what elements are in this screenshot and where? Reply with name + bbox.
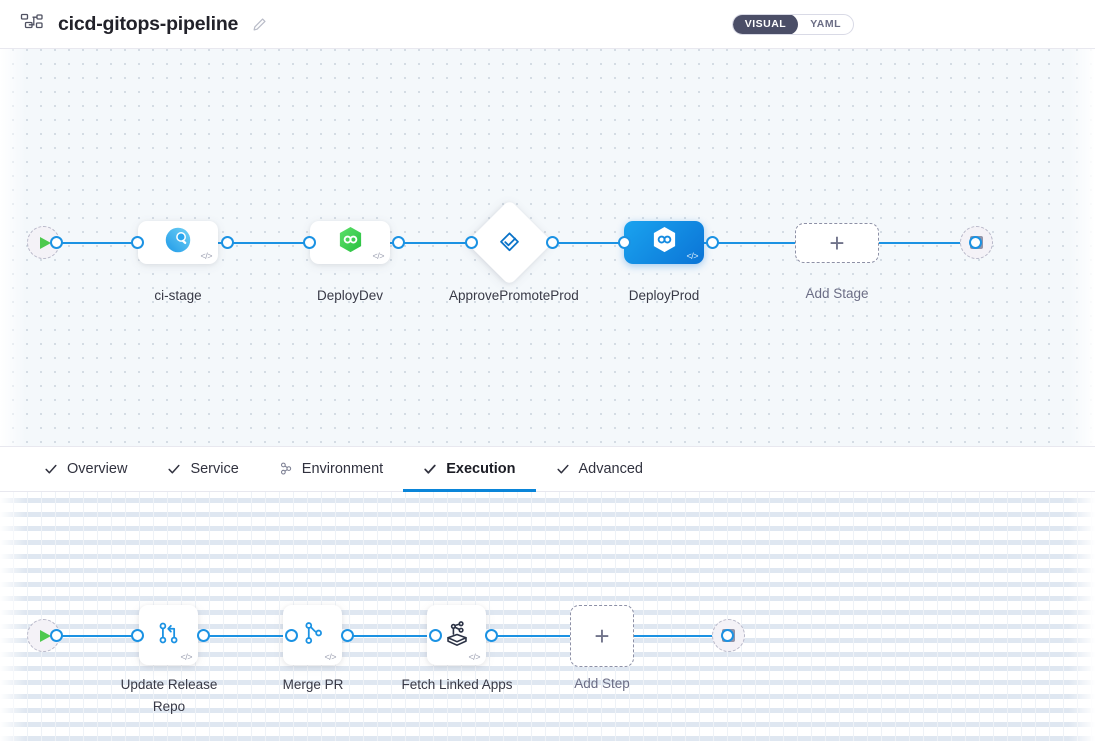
port-exec-end-in[interactable]	[721, 629, 734, 642]
step-label-update-release-repo: Update Release Repo	[120, 677, 218, 714]
tab-overview[interactable]: Overview	[24, 447, 147, 491]
wire-addstage-to-end	[872, 242, 972, 244]
wire-merge-pr-to-fetch-linked-apps	[348, 635, 438, 637]
app-header: cicd-gitops-pipeline VISUAL YAML	[0, 0, 1095, 49]
port-update-release-repo-in[interactable]	[131, 629, 144, 642]
wire-start-to-update-release-repo	[55, 635, 145, 637]
code-badge: </>	[686, 251, 698, 261]
port-deploydev-in[interactable]	[303, 236, 316, 249]
port-fetch-linked-apps-out[interactable]	[485, 629, 498, 642]
tab-service[interactable]: Service	[147, 447, 258, 491]
stage-label-deployprod: DeployProd	[628, 288, 700, 303]
port-approval-out[interactable]	[546, 236, 559, 249]
code-badge: </>	[324, 652, 336, 662]
port-deploydev-out[interactable]	[392, 236, 405, 249]
wire-addstep-to-end	[634, 635, 724, 637]
green-hexagon-deploy-icon	[337, 226, 364, 260]
tab-environment[interactable]: Environment	[259, 447, 403, 491]
play-icon	[39, 629, 51, 642]
add-stage-button[interactable]: +	[795, 223, 879, 263]
stage-config-tabs: Overview Service Environment	[0, 446, 1095, 492]
execution-graph: </> Update Release Repo </> Merge PR	[0, 492, 1095, 741]
port-end-in[interactable]	[969, 236, 982, 249]
stage-node-deployprod[interactable]: </>	[624, 221, 704, 264]
wire-approval-to-deployprod	[540, 242, 636, 244]
port-exec-start-out[interactable]	[50, 629, 63, 642]
wire-deploydev-to-approval	[385, 242, 479, 244]
stage-label-ci-stage: ci-stage	[154, 288, 202, 303]
code-badge: </>	[200, 251, 212, 261]
toggle-yaml[interactable]: YAML	[810, 18, 841, 30]
step-label-fetch-linked-apps: Fetch Linked Apps	[401, 677, 513, 692]
tab-label: Overview	[67, 461, 128, 477]
check-icon	[423, 462, 437, 476]
toggle-visual[interactable]: VISUAL	[732, 15, 799, 34]
stage-label-approvepromoteprod: ApprovePromoteProd	[449, 288, 579, 303]
add-step-label: Add Step	[574, 676, 630, 691]
stage-graph: </> ci-stage	[0, 49, 1095, 446]
port-ci-out[interactable]	[221, 236, 234, 249]
white-hexagon-deploy-icon	[651, 226, 678, 260]
port-deployprod-out[interactable]	[706, 236, 719, 249]
port-deployprod-in[interactable]	[618, 236, 631, 249]
tab-label: Execution	[446, 461, 516, 477]
stage-label-deploydev: DeployDev	[316, 288, 384, 303]
harness-gitops-apps-icon	[440, 616, 474, 655]
check-icon	[167, 462, 181, 476]
execution-steps-canvas[interactable]: </> Update Release Repo </> Merge PR	[0, 492, 1095, 741]
code-badge: </>	[468, 652, 480, 662]
stage-graph-canvas[interactable]: </> ci-stage	[0, 49, 1095, 446]
approval-check-icon	[495, 228, 525, 258]
pipeline-nodes-icon	[20, 13, 46, 35]
check-icon	[44, 462, 58, 476]
tab-execution[interactable]: Execution	[403, 447, 536, 492]
pencil-edit-icon[interactable]	[250, 17, 267, 32]
tab-label: Service	[190, 461, 239, 477]
port-start-out[interactable]	[50, 236, 63, 249]
tab-label: Advanced	[578, 461, 644, 477]
wire-update-release-repo-to-merge-pr	[204, 635, 292, 637]
add-step-button[interactable]: +	[570, 605, 634, 667]
git-branch-icon	[298, 618, 328, 653]
stage-node-approvepromoteprod[interactable]	[466, 199, 553, 286]
add-stage-label: Add Stage	[805, 286, 869, 301]
port-approval-in[interactable]	[465, 236, 478, 249]
stage-node-deploydev[interactable]: </>	[310, 221, 390, 264]
wire-fetch-linked-apps-to-addstep	[492, 635, 570, 637]
header-left-group: cicd-gitops-pipeline	[20, 13, 267, 36]
infrastructure-icon	[279, 462, 293, 476]
step-label-merge-pr: Merge PR	[282, 677, 344, 692]
port-fetch-linked-apps-in[interactable]	[429, 629, 442, 642]
wire-deployprod-to-addstage	[700, 242, 802, 244]
tab-advanced[interactable]: Advanced	[536, 447, 664, 491]
git-merge-icon	[154, 618, 184, 653]
plus-icon: +	[829, 228, 845, 258]
code-badge: </>	[372, 251, 384, 261]
play-icon	[39, 236, 51, 249]
code-badge: </>	[180, 652, 192, 662]
ci-build-icon	[164, 226, 192, 259]
port-merge-pr-out[interactable]	[341, 629, 354, 642]
check-icon	[556, 462, 570, 476]
wire-start-to-ci	[55, 242, 145, 244]
stage-node-ci-stage[interactable]: </>	[138, 221, 218, 264]
view-mode-toggle[interactable]: VISUAL YAML	[731, 14, 854, 35]
port-merge-pr-in[interactable]	[285, 629, 298, 642]
tab-label: Environment	[301, 461, 384, 477]
port-update-release-repo-out[interactable]	[197, 629, 210, 642]
port-ci-in[interactable]	[131, 236, 144, 249]
step-node-update-release-repo[interactable]: </>	[139, 605, 198, 665]
plus-icon: +	[594, 621, 610, 651]
wire-ci-to-deploydev	[213, 242, 323, 244]
page-title: cicd-gitops-pipeline	[58, 12, 239, 35]
